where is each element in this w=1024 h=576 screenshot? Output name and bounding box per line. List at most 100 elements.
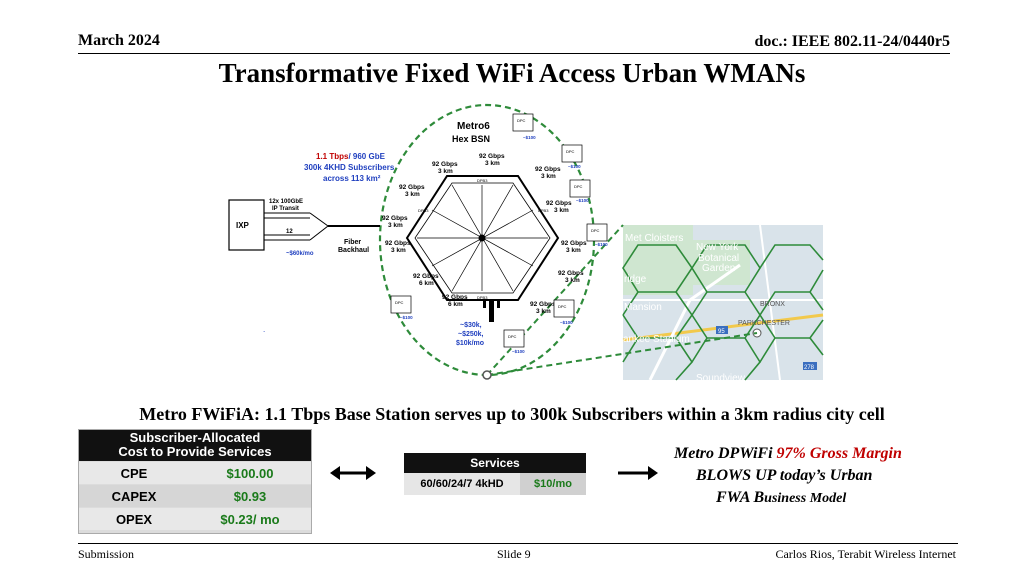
dpc-label: DPC — [591, 228, 600, 233]
link-distance: 3 km — [405, 191, 420, 198]
dpb-left: DPB3 — [418, 208, 429, 213]
link-distance: 3 km — [541, 173, 556, 180]
cost-value: $100.00 — [226, 465, 274, 481]
link-rate: 92 Gbps — [442, 294, 468, 301]
link-distance: 3 km — [485, 160, 500, 167]
tower-icon — [483, 300, 500, 322]
claim-line-1: Metro DPWiFi 97% Gross Margin — [660, 443, 960, 465]
cost-table-header: Subscriber-Allocated Cost to Provide Ser… — [79, 430, 311, 461]
map-label-hwy95: 95 — [718, 329, 725, 335]
link-rate: 92 Gbps — [479, 153, 505, 160]
footer-author: Carlos Rios, Terabit Wireless Internet — [775, 547, 956, 561]
dpc-label: DPC — [395, 300, 404, 305]
header-divider — [78, 53, 950, 54]
dpc-label: DPC — [566, 149, 575, 154]
link-rate: 92 Gbps — [546, 200, 572, 207]
footer-slide-number: Slide 9 — [497, 547, 531, 561]
table-row: OPEX $0.23/ mo — [79, 508, 311, 530]
footer-divider — [78, 543, 958, 544]
margin-claim: Metro DPWiFi 97% Gross Margin BLOWS UP t… — [660, 443, 960, 510]
port-count: 12 — [286, 229, 293, 235]
dpc-label: DPC — [517, 118, 526, 123]
dpb-bottom: DPB3 — [477, 295, 488, 300]
cell-anchor — [482, 370, 492, 380]
double-arrow-icon — [330, 466, 376, 480]
link-distance: 3 km — [554, 207, 569, 214]
slide-title: Transformative Fixed WiFi Access Urban W… — [218, 58, 806, 88]
cost-table: Subscriber-Allocated Cost to Provide Ser… — [78, 429, 312, 534]
map-label-mansion: Mansion — [624, 302, 662, 313]
map-label-garden: Garden — [702, 263, 735, 274]
map-label-ridge: ridge — [624, 274, 647, 285]
link-distance: 3 km — [536, 308, 551, 315]
table-row: CPE $100.00 — [79, 462, 311, 484]
right-arrow-icon — [618, 466, 658, 480]
link-rate: 92 Gbps — [399, 184, 425, 191]
link-distance: 3 km — [391, 247, 406, 254]
map-label-parkchester: PARKCHESTER — [738, 320, 790, 327]
bsn-name: Metro6 — [457, 121, 490, 132]
services-table-header: Services — [404, 453, 586, 473]
service-label: 60/60/24/7 4kHD — [404, 473, 520, 495]
link-rate: 92 Gbps — [413, 273, 439, 280]
claim-prefix: Metro DPWiFi — [674, 445, 777, 462]
dpc-cost: ~$100 — [523, 135, 536, 140]
dpc-nodes: DPC ~$100 DPC ~$100 DPC ~$100 DPC ~$100 … — [390, 113, 608, 354]
link-distance: 6 km — [419, 280, 434, 287]
bsn-type: Hex BSN — [452, 134, 490, 144]
map-label-stadium: ankee Stadium — [623, 334, 690, 345]
service-price: $10/mo — [520, 473, 586, 495]
hex-base-station — [405, 175, 560, 301]
dot-marker: . — [263, 325, 265, 334]
transit-label: 12x 100GbE — [269, 199, 303, 205]
dpc-cost: ~$100 — [400, 315, 413, 320]
fiber-label-2: Backhaul — [338, 247, 369, 254]
map-label-cloisters: Met Cloisters — [625, 233, 683, 244]
dpc-label: DPC — [574, 184, 583, 189]
ixp-box — [228, 199, 265, 251]
claim-line3-b: usiness Model — [764, 491, 847, 506]
area-label: across 113 km² — [323, 174, 381, 183]
network-diagram: Met Cloisters New York Botanical Garden … — [228, 103, 824, 384]
link-distance: 3 km — [388, 222, 403, 229]
transit-label-2: IP Transit — [272, 206, 299, 212]
slide-caption: Metro FWiFiA: 1.1 Tbps Base Station serv… — [139, 404, 885, 424]
footer-submission: Submission — [78, 547, 135, 561]
cost-value: $0.23/ mo — [220, 511, 280, 527]
claim-line3-a: FWA B — [716, 489, 765, 506]
map-label-bronx: BRONX — [760, 301, 785, 308]
tower-cost-2: ~$250k, — [458, 331, 484, 338]
claim-line-2: BLOWS UP today’s Urban — [696, 467, 873, 484]
header-date: March 2024 — [78, 32, 160, 49]
dpc-cost: ~$100 — [568, 164, 581, 169]
fiber-label: Fiber — [344, 239, 361, 246]
link-rate: 92 Gbps — [530, 301, 556, 308]
link-rate: 92 Gbps — [382, 215, 408, 222]
cost-value: $0.93 — [233, 488, 267, 504]
link-rate: 92 Gbps — [432, 161, 458, 168]
city-map: Met Cloisters New York Botanical Garden … — [622, 224, 824, 384]
services-table: Services 60/60/24/7 4kHD $10/mo — [404, 453, 586, 495]
tower-cost-1: ~$30k, — [460, 322, 482, 329]
map-label-botanical: Botanical — [698, 253, 739, 264]
map-label-new-york: New York — [696, 242, 739, 253]
dpc-label: DPC — [558, 304, 567, 309]
claim-line-3: FWA Business Model — [660, 487, 960, 510]
map-label-soundview: Soundview — [696, 373, 746, 384]
link-distance: 6 km — [448, 301, 463, 308]
backhaul-cost: ~$60k/mo — [286, 251, 314, 257]
claim-highlight: 97% Gross Margin — [776, 445, 902, 462]
dpc-cost: ~$100 — [576, 198, 589, 203]
map-label-hwy278: 278 — [804, 365, 815, 371]
header-doc-id: doc.: IEEE 802.11-24/0440r5 — [754, 33, 950, 50]
dpc-cost: ~$100 — [595, 242, 608, 247]
dpb-top: DPB3 — [477, 178, 488, 183]
dpc-cost: ~$100 — [560, 320, 573, 325]
link-rate: 92 Gbps — [558, 270, 584, 277]
capacity-label: 1.1 Tbps/ 960 GbE — [316, 152, 386, 161]
cost-label: CPE — [120, 465, 148, 481]
link-rate: 92 Gbps — [561, 240, 587, 247]
link-rate: 92 Gbps — [385, 240, 411, 247]
ixp-label: IXP — [236, 221, 250, 230]
link-distance: 3 km — [565, 277, 580, 284]
